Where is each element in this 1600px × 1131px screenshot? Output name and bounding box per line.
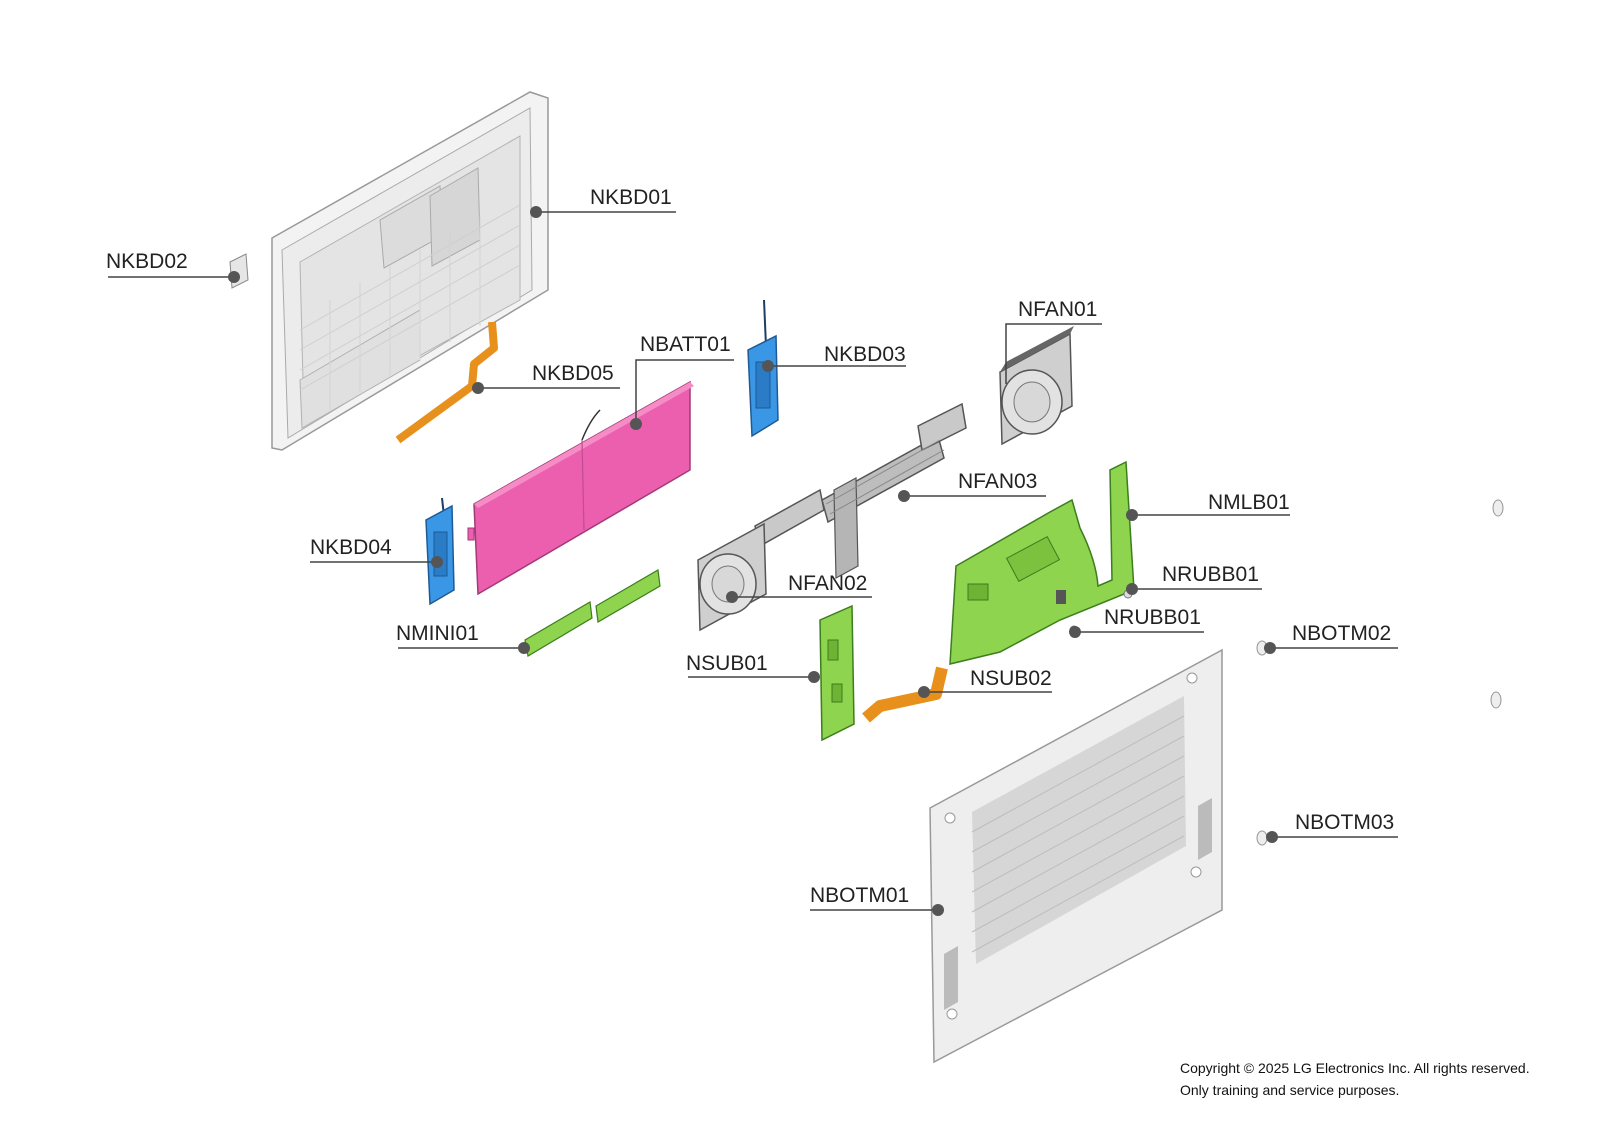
callout-marker — [1266, 831, 1278, 843]
callout-marker — [1069, 626, 1081, 638]
battery-part — [467, 380, 694, 596]
callout-nkbd05: NKBD05 — [472, 362, 620, 394]
callout-marker — [1126, 583, 1138, 595]
callout-nfan03: NFAN03 — [898, 470, 1046, 502]
top-case-part — [229, 91, 549, 451]
callout-nkbd04: NKBD04 — [310, 536, 443, 568]
heatsink-part — [754, 402, 967, 579]
callout-nrubb01-b: NRUBB01 — [1069, 606, 1204, 638]
callout-label: NKBD05 — [532, 362, 614, 385]
callout-marker — [918, 686, 930, 698]
callout-nkbd01: NKBD01 — [530, 186, 676, 218]
callout-nmlb01: NMLB01 — [1126, 491, 1290, 521]
callout-label: NBOTM01 — [810, 884, 909, 907]
fan-1-part — [999, 326, 1074, 446]
callout-label: NKBD01 — [590, 186, 672, 209]
callout-nbotm01: NBOTM01 — [810, 884, 944, 916]
callout-marker — [431, 556, 443, 568]
speaker-left-part — [425, 497, 455, 606]
callout-label: NFAN01 — [1018, 298, 1097, 321]
keyboard-ffc-cable — [395, 321, 498, 444]
callout-label: NRUBB01 — [1162, 563, 1259, 586]
callout-marker — [1126, 509, 1138, 521]
usage-note-text: Only training and service purposes. — [1180, 1082, 1400, 1098]
callout-marker — [530, 206, 542, 218]
callout-label: NFAN02 — [788, 572, 867, 595]
callout-marker — [472, 382, 484, 394]
callout-label: NMLB01 — [1208, 491, 1290, 514]
callout-label: NBOTM02 — [1292, 622, 1391, 645]
callout-nrubb01-a: NRUBB01 — [1126, 563, 1262, 595]
bottom-case-part — [929, 648, 1223, 1064]
sub-board-part — [819, 604, 855, 742]
mainboard-part — [949, 460, 1135, 665]
callout-marker — [228, 271, 240, 283]
callout-nfan02: NFAN02 — [726, 572, 872, 603]
callout-nsub01: NSUB01 — [686, 652, 820, 683]
callout-marker — [808, 671, 820, 683]
callout-marker — [932, 904, 944, 916]
parts-artwork — [229, 91, 1504, 1064]
callout-label: NKBD03 — [824, 343, 906, 366]
callout-marker — [762, 360, 774, 372]
callout-nfan01: NFAN01 — [1005, 298, 1102, 384]
callout-label: NKBD04 — [310, 536, 392, 559]
callout-marker — [518, 642, 530, 654]
rubber-feet-part — [1256, 499, 1504, 846]
callout-label: NFAN03 — [958, 470, 1037, 493]
callout-label: NRUBB01 — [1104, 606, 1201, 629]
callout-nmini01: NMINI01 — [396, 622, 530, 654]
callout-nbatt01: NBATT01 — [630, 333, 734, 430]
sub-ffc-cable — [862, 666, 948, 723]
fan-2-part — [697, 522, 767, 632]
callout-marker — [726, 591, 738, 603]
callout-marker — [898, 490, 910, 502]
callouts: NKBD01 NKBD02 NKBD05 NBATT01 NKBD03 NFAN… — [106, 186, 1398, 916]
mini-board-part — [524, 569, 661, 657]
callout-nbotm03: NBOTM03 — [1266, 811, 1398, 843]
callout-label: NBOTM03 — [1295, 811, 1394, 834]
callout-label: NSUB02 — [970, 667, 1052, 690]
callout-label: NMINI01 — [396, 622, 479, 645]
callout-marker — [630, 418, 642, 430]
callout-marker — [1264, 642, 1276, 654]
callout-nkbd02: NKBD02 — [106, 250, 240, 283]
callout-nbotm02: NBOTM02 — [1264, 622, 1398, 654]
callout-label: NSUB01 — [686, 652, 768, 675]
callout-nsub02: NSUB02 — [918, 667, 1052, 698]
callout-label: NKBD02 — [106, 250, 188, 273]
copyright-text: Copyright © 2025 LG Electronics Inc. All… — [1180, 1060, 1530, 1076]
callout-nkbd03: NKBD03 — [762, 343, 906, 372]
callout-label: NBATT01 — [640, 333, 731, 356]
